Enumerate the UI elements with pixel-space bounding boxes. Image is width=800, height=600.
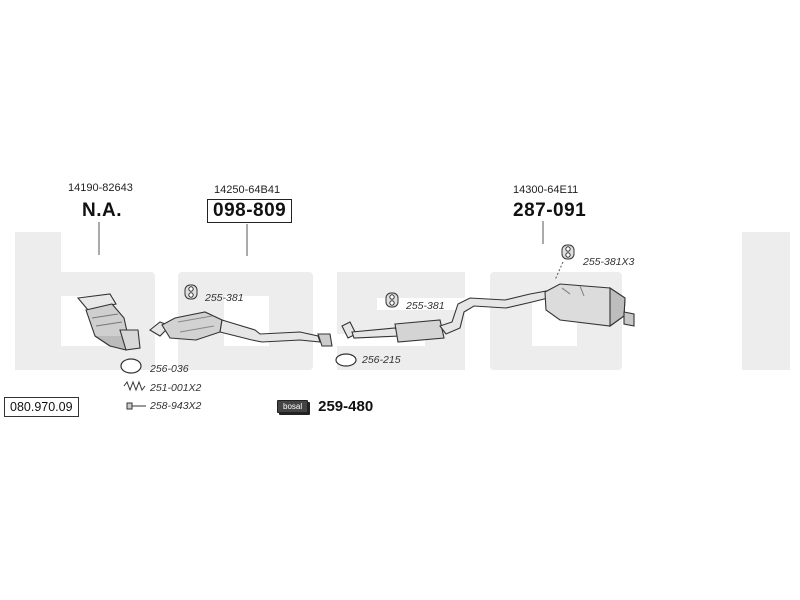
spring-icon [123,380,146,392]
ref-bolt[interactable]: 258-943X2 [150,400,202,412]
hanger-front-icon [184,284,198,300]
catalytic-converter-part [76,293,141,351]
ref-gasket-mid[interactable]: 256-215 [362,354,401,366]
part-number-287-091[interactable]: 287-091 [513,200,587,221]
bosal-badge-icon: bosal [277,400,309,413]
oem-number-287-091: 14300-64E11 [513,184,579,196]
part-number-na[interactable]: N.A. [82,200,122,221]
part-number-098-809[interactable]: 098-809 [207,199,293,223]
hanger-mid-icon [385,292,399,308]
front-pipe-part [149,311,333,347]
mount-kit-number: 259-480 [318,398,374,415]
ref-hanger-front[interactable]: 255-381 [205,292,244,304]
oem-number-na: 14190-82643 [68,182,133,194]
ref-hanger-rear[interactable]: 255-381X3 [583,256,635,268]
ref-hanger-mid[interactable]: 255-381 [406,300,445,312]
gasket-mid-icon [335,353,357,367]
oem-number-098-809: 14250-64B41 [214,184,281,196]
bolt-icon [126,402,146,410]
hanger-rear-icon [561,244,575,260]
gasket-front-icon [120,358,142,374]
ref-gasket-front[interactable]: 256-036 [150,363,189,375]
rear-silencer-part [544,283,635,328]
leader-line-hanger-rear [554,261,564,281]
set-code-label: 080.970.09 [4,397,79,417]
middle-pipe-part [341,289,557,343]
mount-kit[interactable]: bosal 259-480 [277,398,373,415]
ref-spring[interactable]: 251-001X2 [150,382,202,394]
